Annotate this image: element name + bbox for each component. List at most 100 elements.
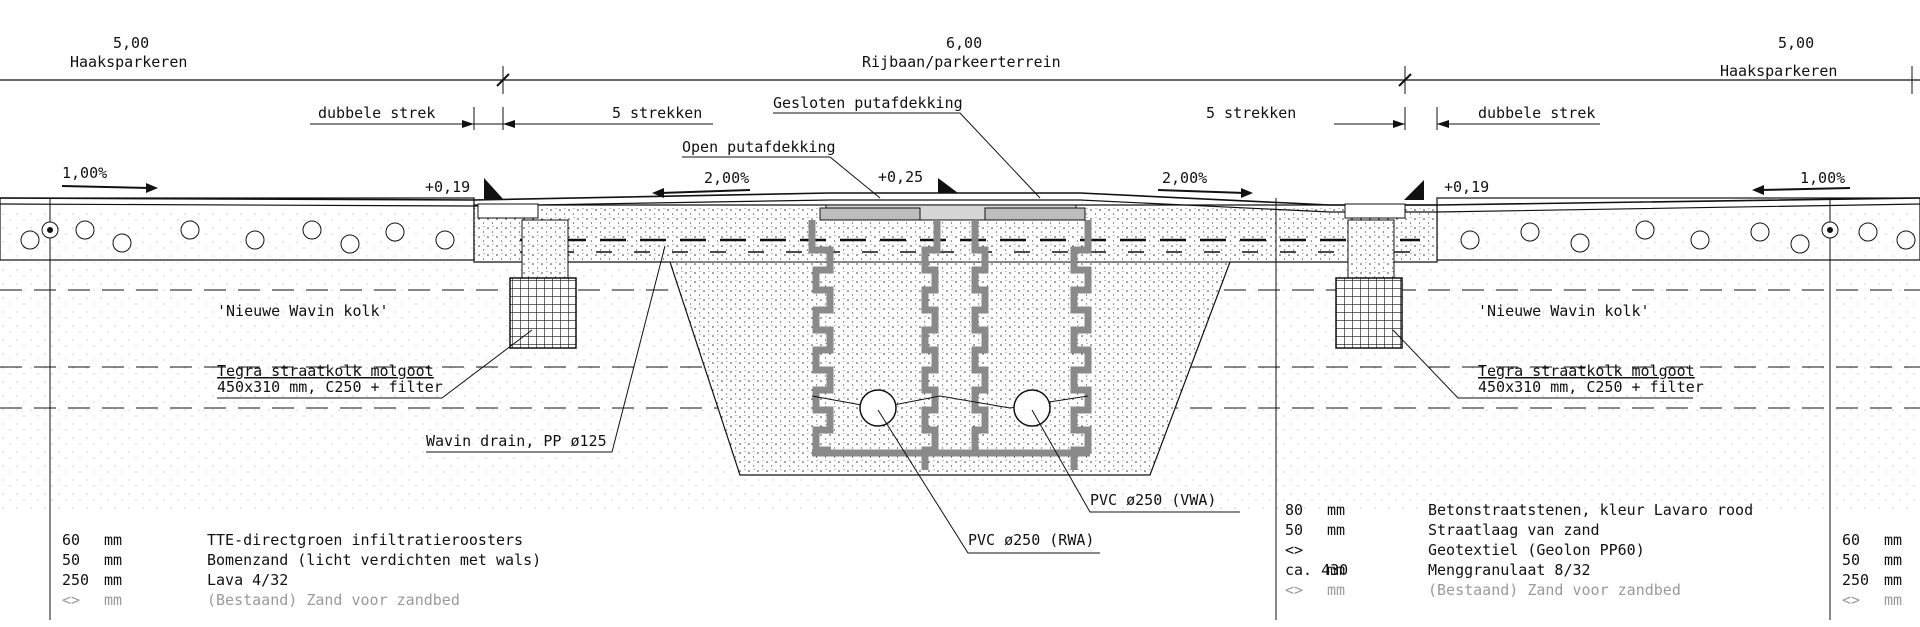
legend-unit: mm: [1884, 591, 1902, 609]
svg-text:PVC ø250 (VWA): PVC ø250 (VWA): [1090, 491, 1216, 509]
kolk-left-label: 'Nieuwe Wavin kolk' Tegra straatkolk mol…: [217, 302, 533, 399]
drain-label: Wavin drain, PP ø125: [426, 245, 666, 453]
legend-left: 60 mm TTE-directgroen infiltratieroosters 5…: [62, 531, 541, 609]
legend-unit: mm: [1327, 521, 1345, 539]
lava-aggregate: [435, 230, 455, 250]
lava-aggregate: [1460, 230, 1480, 250]
legend-unit: mm: [1884, 571, 1902, 589]
lava-aggregate: [340, 234, 360, 254]
kolk-right-label: 'Nieuwe Wavin kolk' Tegra straatkolk mol…: [1392, 302, 1704, 399]
slope-left-inner: 2,00%: [704, 169, 749, 187]
svg-text:450x310 mm, C250 + filter: 450x310 mm, C250 + filter: [1478, 378, 1704, 396]
lava-aggregate: [245, 230, 265, 250]
legend-text: Lava 4/32: [207, 571, 288, 589]
pavement-surface: [0, 192, 1920, 219]
right-label: Haaksparkeren: [1720, 62, 1837, 80]
lava-aggregate: [1520, 222, 1540, 242]
lava-aggregate: [1750, 222, 1770, 242]
callout-gesloten: Gesloten putafdekking: [773, 94, 963, 112]
svg-text:PVC ø250 (RWA): PVC ø250 (RWA): [968, 531, 1094, 549]
legend-text: TTE-directgroen infiltratieroosters: [207, 531, 523, 549]
lava-layer-right: [1436, 197, 1920, 261]
legend-text: (Bestaand) Zand voor zandbed: [1428, 581, 1681, 599]
lava-aggregate: [1690, 230, 1710, 250]
legend-right: 80 mm Betonstraatstenen, kleur Lavaro rood…: [1285, 501, 1753, 599]
callout-dubbele-strek-right: dubbele strek: [1478, 104, 1595, 122]
legend-text: Betonstraatstenen, kleur Lavaro rood: [1428, 501, 1753, 519]
lava-aggregate: [1635, 220, 1655, 240]
legend-qty: 250: [62, 571, 89, 589]
level-right: +0,19: [1444, 178, 1489, 196]
legend-unit: mm: [104, 571, 122, 589]
slope-arrows: [61, 183, 1851, 198]
legend-unit: mm: [1884, 531, 1902, 549]
gully-right: [1335, 219, 1403, 349]
legend-qty: 250: [1842, 571, 1869, 589]
legend-text: Geotextiel (Geolon PP60): [1428, 541, 1645, 559]
callout-open: Open putafdekking: [682, 138, 836, 156]
callout-dubbele-strek-left: dubbele strek: [318, 104, 435, 122]
svg-text:'Nieuwe Wavin kolk': 'Nieuwe Wavin kolk': [217, 302, 389, 320]
gully-left: [509, 219, 577, 349]
legend-unit: mm: [1327, 561, 1345, 579]
slope-left-outer: 1,00%: [62, 164, 107, 182]
legend-qty: <>: [1285, 581, 1303, 599]
strek-dimensions: [310, 107, 1600, 130]
legend-qty: 60: [1842, 531, 1860, 549]
legend-text: (Bestaand) Zand voor zandbed: [207, 591, 460, 609]
callout-leaders: [682, 112, 1041, 199]
legend-text: Straatlaag van zand: [1428, 521, 1600, 539]
lava-aggregate: [112, 233, 132, 253]
svg-text:450x310 mm, C250 + filter: 450x310 mm, C250 + filter: [217, 378, 443, 396]
legend-unit: mm: [104, 591, 122, 609]
level-center: +0,25: [878, 168, 923, 186]
legend-qty: 50: [1285, 521, 1303, 539]
legend-far-right: 60 mm 50 mm 250 mm <> mm: [1842, 531, 1902, 609]
svg-text:'Nieuwe Wavin kolk': 'Nieuwe Wavin kolk': [1478, 302, 1650, 320]
lava-aggregate: [180, 220, 200, 240]
legend-qty: <>: [62, 591, 80, 609]
legend-text: Menggranulaat 8/32: [1428, 561, 1591, 579]
legend-qty: <>: [1842, 591, 1860, 609]
callout-5-strekken-left: 5 strekken: [612, 104, 702, 122]
level-left: +0,19: [425, 178, 470, 196]
lava-aggregate: [1858, 222, 1878, 242]
legend-qty: 50: [62, 551, 80, 569]
dimension-line: [0, 66, 1920, 94]
legend-unit: mm: [104, 551, 122, 569]
lava-aggregate: [75, 220, 95, 240]
svg-text:Tegra straatkolk molgoot: Tegra straatkolk molgoot: [217, 362, 434, 380]
left-label: Haaksparkeren: [70, 53, 187, 71]
lava-aggregate: [1570, 233, 1590, 253]
legend-qty: 80: [1285, 501, 1303, 519]
pvc-vwa-label: PVC ø250 (VWA): [1031, 409, 1240, 513]
lava-aggregate: [1790, 234, 1810, 254]
mid-width: 6,00: [946, 34, 982, 52]
lava-aggregate: [385, 222, 405, 242]
svg-text:Tegra straatkolk molgoot: Tegra straatkolk molgoot: [1478, 362, 1695, 380]
callout-5-strekken-right: 5 strekken: [1206, 104, 1296, 122]
slope-right-inner: 2,00%: [1162, 169, 1207, 187]
right-width: 5,00: [1778, 34, 1814, 52]
legend-qty: ca. 430: [1285, 561, 1348, 579]
pvc-rwa-label: PVC ø250 (RWA): [877, 409, 1100, 554]
legend-qty: 50: [1842, 551, 1860, 569]
slope-right-outer: 1,00%: [1800, 169, 1845, 187]
level-markers: [484, 178, 1424, 200]
lava-aggregate: [302, 220, 322, 240]
lava-aggregate: [20, 230, 40, 250]
legend-text: Bomenzand (licht verdichten met wals): [207, 551, 541, 569]
legend-unit: mm: [1884, 551, 1902, 569]
svg-text:Wavin drain, PP ø125: Wavin drain, PP ø125: [426, 432, 607, 450]
left-width: 5,00: [113, 34, 149, 52]
legend-unit: mm: [1327, 501, 1345, 519]
mid-label: Rijbaan/parkeerterrein: [862, 53, 1061, 71]
legend-qty: 60: [62, 531, 80, 549]
lava-aggregate: [1896, 230, 1916, 250]
legend-unit: mm: [1327, 581, 1345, 599]
legend-unit: mm: [104, 531, 122, 549]
lava-circles: [20, 220, 1916, 254]
legend-qty: <>: [1285, 541, 1303, 559]
inspection-shafts: [808, 204, 1092, 470]
